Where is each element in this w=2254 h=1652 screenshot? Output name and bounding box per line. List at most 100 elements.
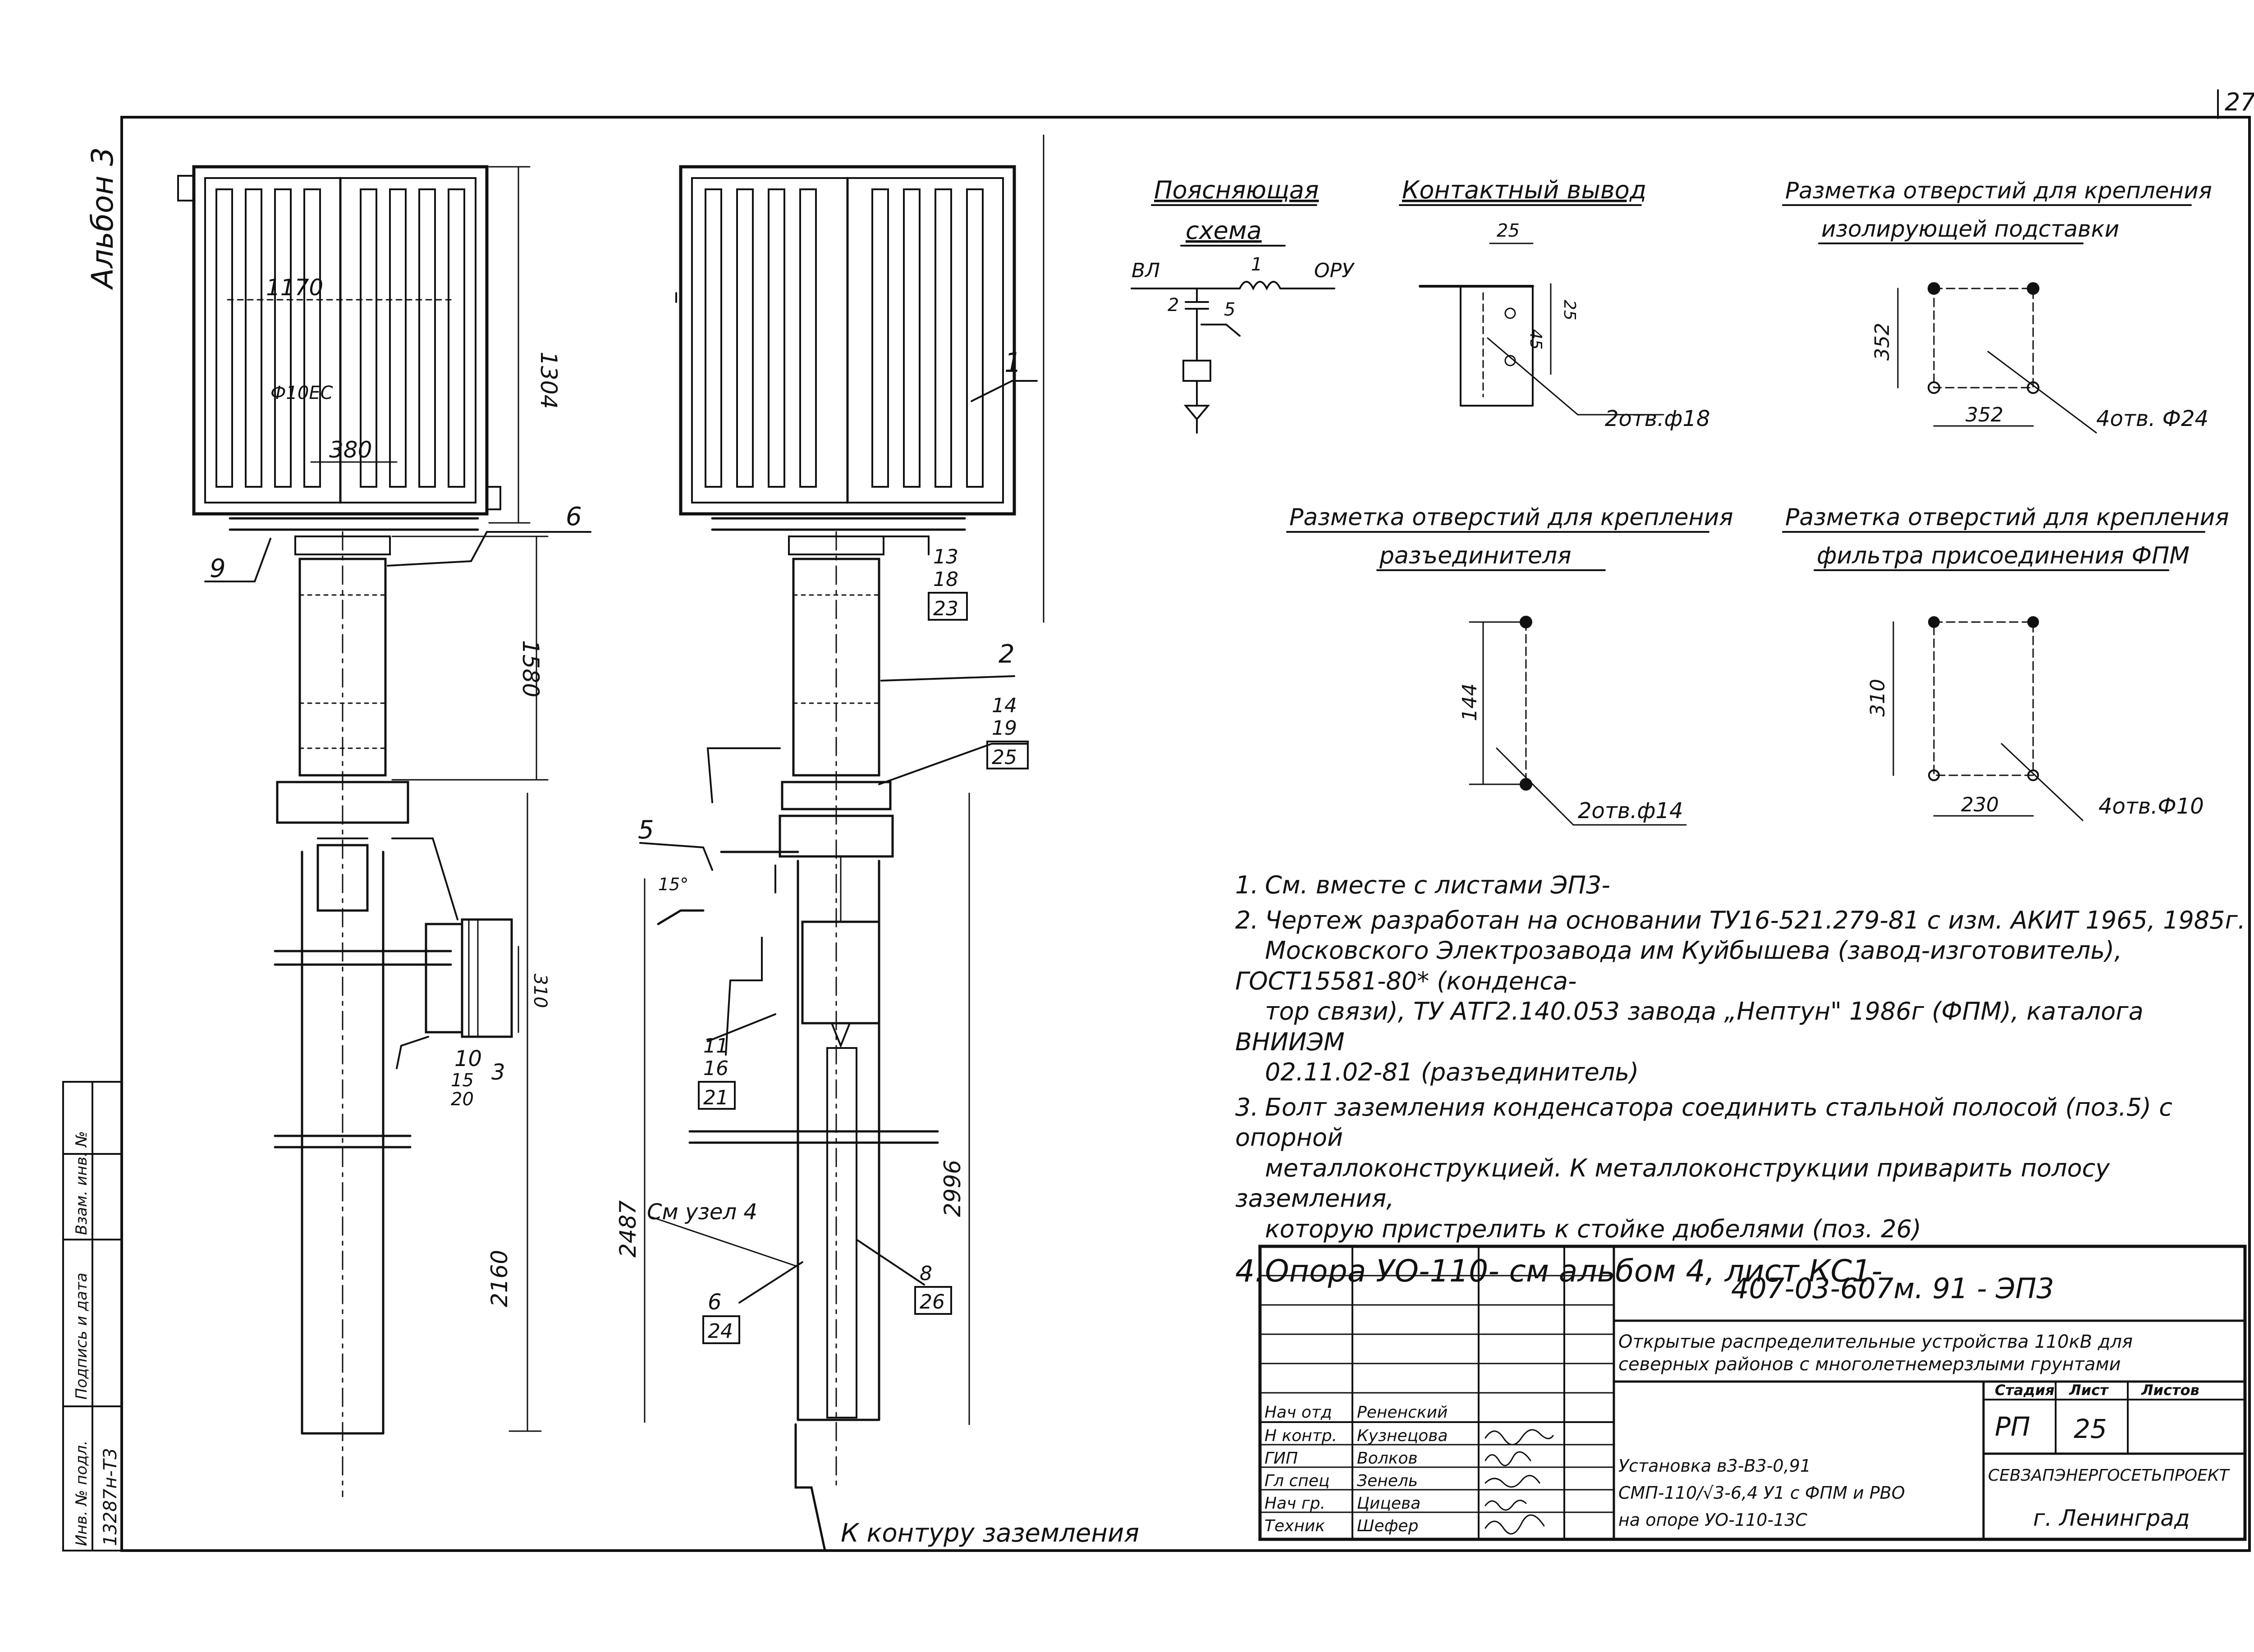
- notes-block: 1.См. вместе с листами ЭП3- 2.Чертеж раз…: [1235, 870, 2254, 1295]
- pos-13: 13: [933, 545, 958, 568]
- contact-holes: 2отв.ф18: [1605, 406, 1710, 431]
- label-phi: Ф10ЕС: [270, 383, 333, 403]
- note-1-num: 1.: [1235, 871, 1259, 899]
- stand-title-2: изолирующей подставки: [1821, 216, 2119, 242]
- filter-dim-h: 230: [1961, 793, 1999, 816]
- tb-role-5: Нач гр.: [1264, 1494, 1325, 1513]
- tb-sheets-label: Листов: [2141, 1382, 2199, 1399]
- pos-10: 10: [454, 1046, 482, 1071]
- pos-6-top: 6: [566, 502, 582, 531]
- filter-title-2: фильтра присоединения ФПМ: [1817, 542, 2190, 569]
- tb-sheet-title-3: на опоре УО-110-13С: [1618, 1510, 1808, 1530]
- pos-19: 19: [992, 717, 1017, 740]
- note-3-line-1: Болт заземления конденсатора соединить с…: [1235, 1093, 2172, 1152]
- contact-dim-45: 45: [1526, 329, 1545, 350]
- tb-org-1: СЕВЗАПЭНЕРГОСЕТЬПРОЕКТ: [1988, 1466, 2230, 1485]
- tb-sheet-title-1: Установка в3-В3-0,91: [1618, 1456, 1811, 1476]
- angle-label: 15°: [658, 874, 688, 894]
- contact-title: Контактный вывод: [1402, 176, 1646, 204]
- explanatory-schema: Поясняющая схема ВЛ ОРУ 1 2 5: [1131, 176, 1355, 434]
- stand-holes: 4отв. Ф24: [2096, 406, 2208, 431]
- drawing-frame: [120, 116, 2251, 1552]
- stand-dim-v: 352: [1871, 323, 1894, 361]
- tb-role-4: Гл спец: [1264, 1472, 1330, 1490]
- contact-terminal-detail: Контактный вывод 25 25 45 2отв.ф18: [1399, 176, 1710, 431]
- dim-310: 310: [530, 974, 550, 1008]
- filter-holes: 4отв.Ф10: [2098, 794, 2204, 819]
- contact-dim-25-top: 25: [1497, 220, 1520, 241]
- dim-1304: 1304: [536, 352, 562, 409]
- disc-title-2: разъединителя: [1379, 542, 1571, 569]
- note-2-num: 2.: [1235, 906, 1259, 934]
- disc-dim-v: 144: [1458, 683, 1481, 721]
- see-node-label: См узел 4: [647, 1199, 757, 1225]
- note-2-line-4: 02.11.02-81 (разъединитель): [1265, 1058, 1639, 1086]
- signature-5: [1484, 1514, 1545, 1535]
- dim-2996: 2996: [939, 1160, 966, 1217]
- note-4-num: 4.: [1235, 1254, 1264, 1289]
- signature-1: [1484, 1429, 1554, 1446]
- pos-21: 21: [703, 1086, 728, 1109]
- tb-stage-value: РП: [1995, 1411, 2030, 1442]
- tb-sheet-value: 25: [2074, 1414, 2107, 1444]
- note-2-line-3: тор связи), ТУ АТГ2.140.053 завода „Непт…: [1235, 997, 2144, 1056]
- tb-project-1: Открытые распределительные устройства 11…: [1618, 1332, 2133, 1352]
- signature-3: [1484, 1475, 1540, 1488]
- disc-holes: 2отв.ф14: [1578, 798, 1683, 824]
- album-label: Альбон 3: [85, 147, 120, 290]
- filter-dim-v: 310: [1866, 679, 1889, 717]
- pos-26: 26: [920, 1290, 945, 1313]
- tb-name-6: Шефер: [1357, 1517, 1418, 1535]
- pos-23: 23: [933, 597, 958, 620]
- pos-14: 14: [992, 694, 1017, 717]
- pos-1: 1: [1004, 347, 1022, 379]
- tb-role-1: Нач отд: [1264, 1403, 1332, 1422]
- note-4: 4.Опора УО-110- см альбом 4, лист КС1-: [1235, 1252, 2254, 1290]
- dim-1170: 1170: [266, 275, 323, 301]
- document-strip: Инв. № подл. 13287н-Т3 Подпись и дата Вз…: [62, 1081, 123, 1551]
- signature-4: [1484, 1500, 1527, 1511]
- pos-18: 18: [933, 568, 958, 591]
- tb-role-2: Н контр.: [1264, 1427, 1337, 1445]
- replace-label: Взам. инв. №: [73, 1131, 91, 1235]
- note-3-line-3: которую пристрелить к стойке дюбелями (п…: [1265, 1214, 1921, 1243]
- pos-20: 20: [451, 1089, 474, 1110]
- tb-stage-label: Стадия: [1995, 1382, 2054, 1399]
- pos-25: 25: [992, 746, 1017, 769]
- elevation-view-front: 1170 Ф10ЕС 380 1304 1580: [177, 165, 591, 1497]
- tb-name-2: Кузнецова: [1357, 1427, 1448, 1445]
- tb-role-3: ГИП: [1264, 1449, 1298, 1468]
- schema-vl: ВЛ: [1132, 259, 1160, 282]
- pos-24: 24: [708, 1320, 733, 1343]
- note-2: 2.Чертеж разработан на основании ТУ16-52…: [1235, 905, 2254, 1088]
- inv-no-label: Инв. № подл.: [73, 1440, 91, 1546]
- ground-label: К контуру заземления: [841, 1519, 1139, 1548]
- inv-no-value: 13287н-Т3: [100, 1448, 121, 1546]
- schema-5: 5: [1224, 299, 1235, 320]
- elevation-view-side: 15° 2487 2996 К контуру заземления См уз…: [615, 134, 1139, 1552]
- pos-6-bottom: 6: [708, 1290, 722, 1315]
- pos-11: 11: [703, 1034, 728, 1057]
- note-3-line-2: металлоконструкцией. К металлоконструкци…: [1235, 1153, 2110, 1213]
- note-3: 3.Болт заземления конденсатора соединить…: [1235, 1092, 2254, 1245]
- stand-hole-pattern: Разметка отверстий для крепления изолиру…: [1782, 178, 2212, 434]
- sign-date-label: Подпись и дата: [73, 1272, 91, 1400]
- tb-name-1: Рененский: [1357, 1403, 1448, 1422]
- tb-code: 407-03-607м. 91 - ЭП3: [1731, 1272, 2054, 1305]
- note-1: 1.См. вместе с листами ЭП3-: [1235, 870, 2254, 901]
- note-2-line-2: Московского Электрозавода им Куйбышева (…: [1235, 936, 2122, 995]
- pos-15: 15: [451, 1070, 474, 1091]
- signature-2: [1484, 1451, 1531, 1466]
- pos-8: 8: [920, 1262, 932, 1285]
- filter-title-1: Разметка отверстий для крепления: [1785, 504, 2229, 531]
- schema-oru: ОРУ: [1314, 259, 1355, 282]
- tb-sheet-label: Лист: [2069, 1382, 2109, 1399]
- note-4-line-1: Опора УО-110- см альбом 4, лист КС1-: [1265, 1254, 1883, 1289]
- pos-9: 9: [210, 554, 226, 583]
- dim-2487: 2487: [615, 1200, 641, 1258]
- stand-dim-h: 352: [1965, 403, 2003, 426]
- pos-3: 3: [491, 1060, 505, 1085]
- schema-1: 1: [1251, 254, 1262, 275]
- tb-sheet-title-2: СМП-110/√3-6,4 У1 с ФПМ и РВО: [1618, 1483, 1905, 1503]
